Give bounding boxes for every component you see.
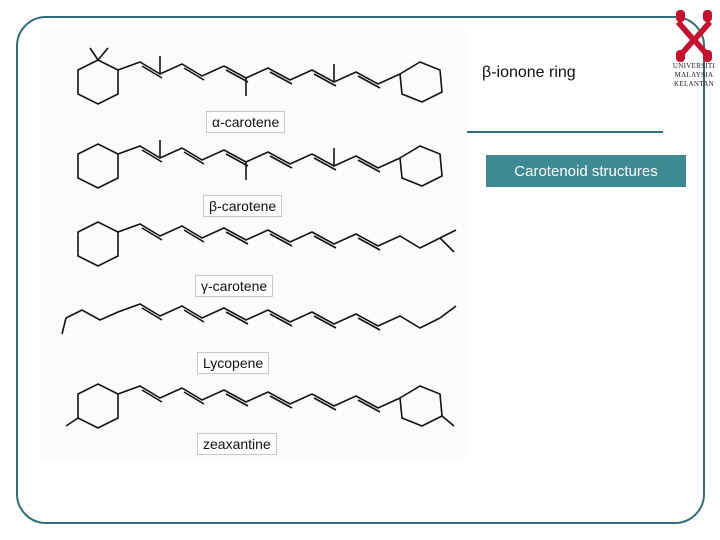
molecule-label-zeaxantine: zeaxantine bbox=[197, 433, 277, 455]
textbook-scan-background bbox=[40, 28, 468, 460]
title-banner-text: Carotenoid structures bbox=[514, 162, 658, 180]
university-logo-icon bbox=[676, 10, 712, 62]
title-banner: Carotenoid structures bbox=[486, 155, 686, 187]
molecule-label-alpha-carotene: α-carotene bbox=[206, 111, 286, 133]
university-logo-text: UNIVERSITI MALAYSIA KELANTAN bbox=[668, 62, 720, 89]
logo-line-2: MALAYSIA bbox=[674, 71, 714, 79]
divider-line bbox=[467, 131, 663, 133]
molecule-label-gamma-carotene: γ-carotene bbox=[195, 275, 274, 297]
molecule-structure-3 bbox=[77, 221, 457, 267]
ring-label: β-ionone ring bbox=[482, 64, 576, 81]
molecule-label-lycopene: Lycopene bbox=[197, 352, 270, 374]
molecule-structure-4 bbox=[61, 303, 457, 335]
molecule-label-beta-carotene: β-carotene bbox=[203, 195, 283, 217]
logo-line-3: KELANTAN bbox=[674, 80, 714, 88]
slide-frame bbox=[16, 16, 705, 524]
molecule-structure-1 bbox=[77, 47, 443, 105]
logo-line-1: UNIVERSITI bbox=[672, 62, 716, 70]
molecule-structure-5 bbox=[65, 383, 455, 429]
molecule-structure-2 bbox=[77, 140, 443, 189]
